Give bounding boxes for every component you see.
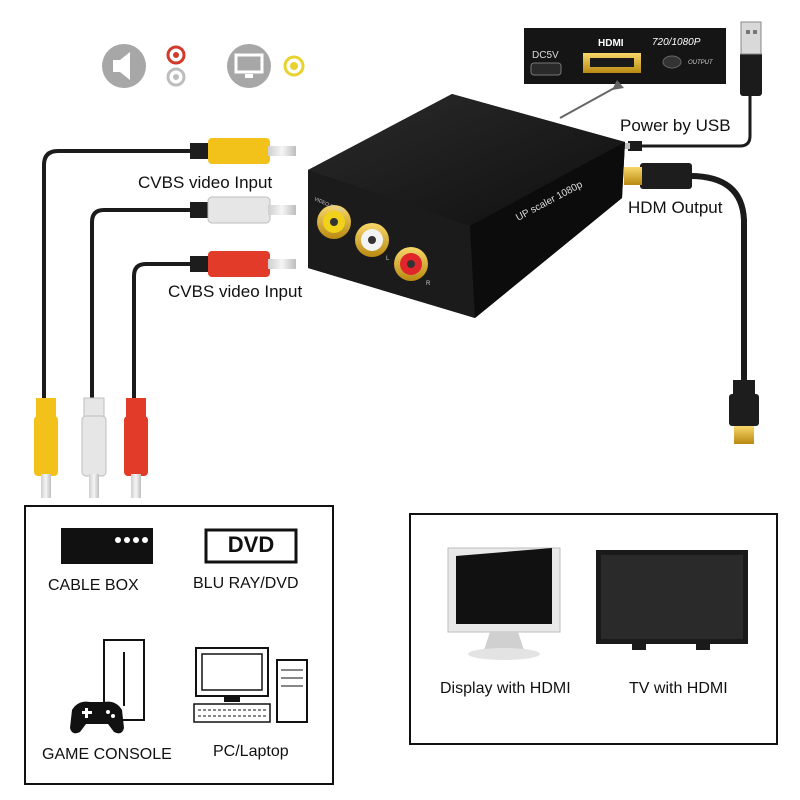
cable-box-icon <box>61 528 153 564</box>
cable-box-label: CABLE BOX <box>48 577 139 594</box>
inset-output-label: OUTPUT <box>688 60 713 66</box>
audio-legend <box>102 44 186 88</box>
pc-laptop-label: PC/Laptop <box>213 743 289 760</box>
blu-ray-label: BLU RAY/DVD <box>193 575 299 592</box>
dvd-logo-icon <box>204 528 298 564</box>
red-plug-bottom <box>124 416 148 476</box>
monitor-label: Display with HDMI <box>440 680 571 697</box>
tv-icon <box>596 550 748 650</box>
yellow-plug-bottom <box>34 416 58 476</box>
hdmi-cable <box>624 163 759 444</box>
speaker-glyph <box>113 52 130 80</box>
video-legend <box>227 44 305 88</box>
inset-arrow <box>559 85 619 119</box>
white-plug <box>207 196 271 224</box>
power-label: Power by USB <box>620 116 731 135</box>
pc-icon <box>193 647 308 723</box>
sources-panel <box>24 505 334 785</box>
inset-hdmi-label: HDMI <box>598 38 624 49</box>
tv-label: TV with HDMI <box>629 680 728 697</box>
red-plug <box>208 251 270 277</box>
monitor-icon <box>447 547 561 660</box>
red-jack-icon <box>166 45 186 65</box>
monitor-legend-icon <box>227 44 271 88</box>
hdmi-plug-bottom-icon <box>734 426 754 444</box>
displays-panel <box>409 513 778 745</box>
cvbs-bottom-label: CVBS video Input <box>168 282 303 301</box>
port-inset <box>524 28 726 84</box>
dvd-logo-text: DVD <box>227 532 275 557</box>
game-console-icon <box>70 639 145 734</box>
hdmi-output-label: HDM Output <box>628 198 723 217</box>
usb-plug-icon <box>740 52 762 96</box>
white-plug-bottom <box>81 415 107 477</box>
rca-cables <box>34 138 296 498</box>
converter-right-label: R <box>426 281 431 287</box>
inset-resolution-label: 720/1080P <box>652 37 701 48</box>
converter-left-label: L <box>386 256 390 262</box>
converter-box: UP scaler 1080p VIDEO INPUT L R <box>308 94 625 318</box>
cvbs-top-label: CVBS video Input <box>138 173 273 192</box>
hdmi-plug-icon <box>624 167 642 185</box>
yellow-plug <box>208 138 270 164</box>
inset-dc-label: DC5V <box>532 50 559 61</box>
white-jack-icon <box>166 67 186 87</box>
game-console-label: GAME CONSOLE <box>42 746 172 763</box>
yellow-jack-icon <box>283 55 305 77</box>
